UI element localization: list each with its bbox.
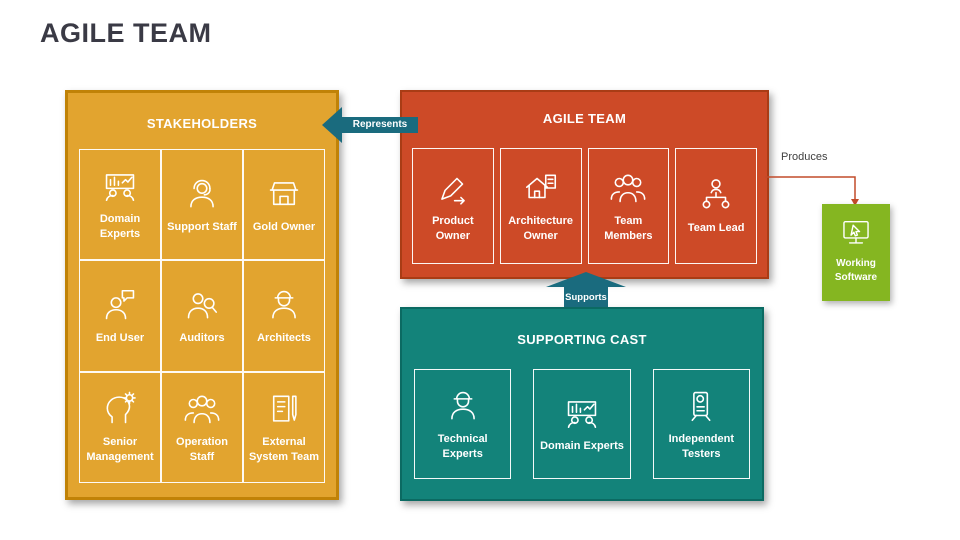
agile-team-cell: Product Owner bbox=[412, 148, 494, 264]
agile-team-panel: AGILE TEAM Product Owner Architecture Ow… bbox=[400, 90, 769, 279]
cell-label: Gold Owner bbox=[252, 220, 316, 233]
cell-label: Team Lead bbox=[687, 222, 745, 235]
cell-label: Auditors bbox=[179, 332, 225, 345]
agile-team-grid: Product Owner Architecture Owner Team Me… bbox=[412, 148, 757, 264]
represents-arrow: Represents bbox=[322, 106, 418, 144]
domain-experts-icon bbox=[101, 167, 139, 205]
technical-experts-icon bbox=[444, 387, 482, 425]
cell-label: Team Members bbox=[604, 214, 653, 242]
team-lead-icon bbox=[697, 176, 735, 214]
stakeholder-cell: Domain Experts bbox=[79, 149, 161, 261]
stakeholders-panel: STAKEHOLDERS Domain Experts Support Staf… bbox=[65, 90, 339, 500]
external-system-team-icon bbox=[265, 390, 303, 428]
operation-staff-icon bbox=[183, 390, 221, 428]
produces-line-icon bbox=[765, 176, 859, 206]
stakeholder-cell: Auditors bbox=[161, 260, 243, 372]
stakeholder-cell: Gold Owner bbox=[243, 149, 325, 261]
produces-label: Produces bbox=[781, 151, 828, 163]
cell-label: Independent Testers bbox=[668, 432, 735, 460]
cell-label: Product Owner bbox=[432, 214, 474, 242]
working-software-icon bbox=[838, 216, 874, 250]
up-block-arrow-icon bbox=[546, 272, 626, 307]
end-user-icon bbox=[101, 286, 139, 324]
cell-label: Architecture Owner bbox=[508, 214, 574, 242]
working-software-box: Working Software bbox=[822, 204, 890, 301]
represents-label: Represents bbox=[352, 119, 408, 130]
auditors-icon bbox=[183, 286, 221, 324]
supports-arrow: Supports bbox=[542, 272, 630, 307]
architecture-owner-icon bbox=[522, 169, 560, 207]
cell-label: Technical Experts bbox=[437, 432, 488, 460]
stakeholder-cell: External System Team bbox=[243, 371, 325, 483]
left-block-arrow-icon bbox=[322, 107, 418, 143]
cell-label: Domain Experts bbox=[99, 213, 141, 241]
supporting-cast-cell: Domain Experts bbox=[533, 369, 631, 479]
senior-management-icon bbox=[101, 390, 139, 428]
domain-experts-icon bbox=[563, 394, 601, 432]
stakeholder-cell: Support Staff bbox=[161, 149, 243, 261]
cell-label: External System Team bbox=[248, 435, 320, 463]
agile-team-cell: Team Lead bbox=[675, 148, 757, 264]
stakeholder-cell: Operation Staff bbox=[161, 371, 243, 483]
supporting-cast-cell: Technical Experts bbox=[414, 369, 512, 479]
agile-team-title: AGILE TEAM bbox=[542, 111, 627, 126]
supporting-cast-grid: Technical Experts Domain Experts Indepen… bbox=[414, 369, 750, 479]
team-members-icon bbox=[609, 169, 647, 207]
agile-team-cell: Team Members bbox=[587, 148, 670, 264]
stakeholder-cell: End User bbox=[79, 260, 161, 372]
stakeholder-cell: Architects bbox=[243, 260, 325, 372]
cell-label: Architects bbox=[257, 332, 311, 345]
gold-owner-icon bbox=[265, 175, 303, 213]
cell-label: Domain Experts bbox=[540, 440, 624, 453]
supporting-cast-panel: SUPPORTING CAST Technical Experts Domain… bbox=[400, 307, 764, 501]
cell-label: Operation Staff bbox=[176, 435, 228, 463]
supporting-cast-title: SUPPORTING CAST bbox=[517, 332, 647, 347]
supports-label: Supports bbox=[565, 292, 607, 303]
agile-team-cell: Architecture Owner bbox=[499, 148, 582, 264]
supporting-cast-cell: Independent Testers bbox=[652, 369, 750, 479]
independent-testers-icon bbox=[682, 387, 720, 425]
product-owner-icon bbox=[434, 169, 472, 207]
stakeholders-grid: Domain Experts Support Staff Gold Owner … bbox=[79, 149, 325, 483]
cell-label: Senior Management bbox=[86, 435, 154, 463]
produces-connector: Produces bbox=[765, 150, 865, 208]
support-staff-icon bbox=[183, 175, 221, 213]
page-title: AGILE TEAM bbox=[40, 18, 212, 48]
cell-label: Support Staff bbox=[167, 220, 237, 233]
working-software-label: Working Software bbox=[834, 258, 878, 283]
architects-icon bbox=[265, 286, 303, 324]
stakeholders-title: STAKEHOLDERS bbox=[146, 116, 258, 131]
stakeholder-cell: Senior Management bbox=[79, 371, 161, 483]
cell-label: End User bbox=[95, 332, 145, 345]
